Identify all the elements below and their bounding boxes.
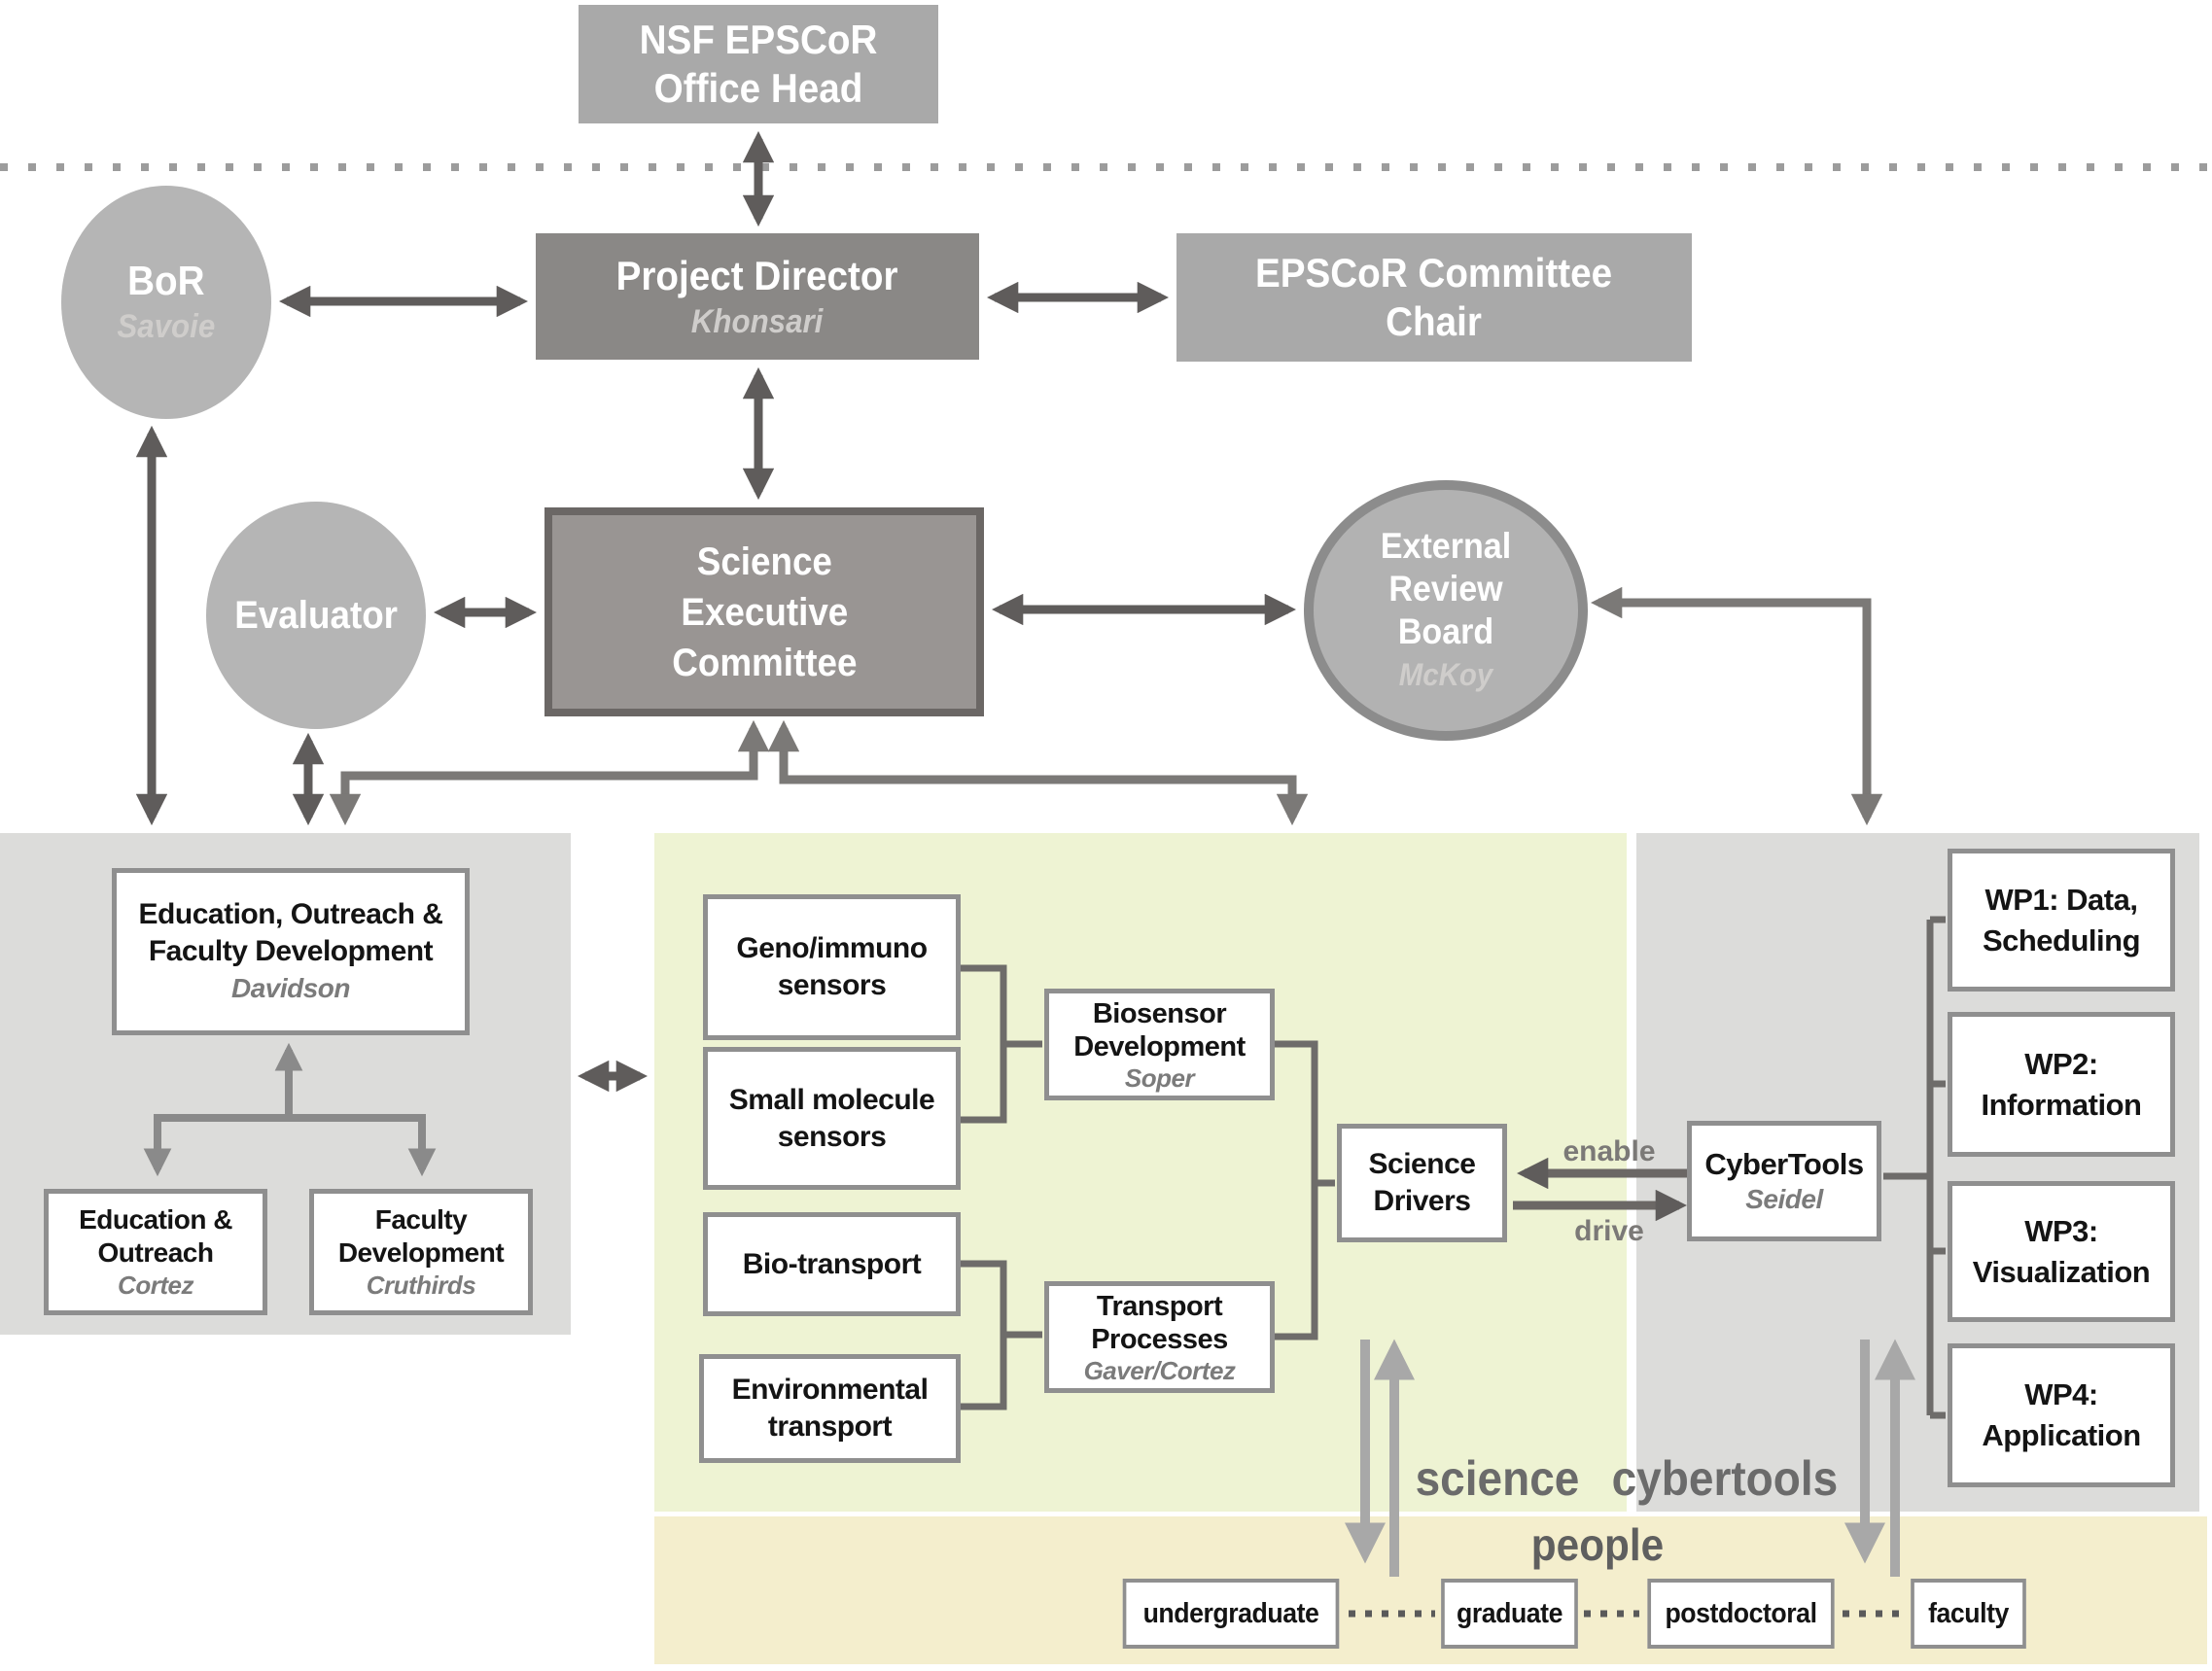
nsf-line2: Office Head [653, 65, 863, 111]
tree-to-children [143, 1114, 437, 1177]
drive-label: drive [1574, 1215, 1644, 1247]
bracket-to-science-drivers [1275, 1040, 1335, 1340]
erb-name: McKoy [1398, 657, 1493, 692]
project-director-box: Project Director Khonsari [536, 233, 979, 360]
education-outreach-box: Education & Outreach Cortez [44, 1189, 267, 1315]
wp2-line1: WP2: [2024, 1046, 2098, 1081]
people-undergraduate-label: undergraduate [1142, 1597, 1319, 1629]
bracket-sensors-to-biosensor [961, 964, 1042, 1124]
education-outreach-line1: Education & [79, 1204, 232, 1235]
environmental-transport-box: Environmental transport [699, 1354, 961, 1463]
faculty-development-box: Faculty Development Cruthirds [309, 1189, 533, 1315]
people-faculty-label: faculty [1928, 1597, 2009, 1629]
science-drivers-line2: Drivers [1373, 1185, 1471, 1217]
wp3-line2: Visualization [1972, 1254, 2151, 1289]
wp2-box: WP2: Information [1948, 1012, 2175, 1157]
small-molecule-line1: Small molecule [728, 1083, 935, 1116]
epscor-committee-chair-box: EPSCoR Committee Chair [1176, 233, 1692, 362]
cybertools-name: Seidel [1745, 1184, 1823, 1214]
science-drivers-line1: Science [1368, 1148, 1476, 1180]
people-box-postdoctoral: postdoctoral [1647, 1579, 1835, 1649]
external-review-board-circle: External Review Board McKoy [1304, 480, 1588, 741]
small-molecule-box: Small molecule sensors [703, 1047, 961, 1190]
biosensor-line2: Development [1073, 1030, 1246, 1062]
wp4-line1: WP4: [2024, 1377, 2098, 1411]
wp2-line2: Information [1981, 1087, 2143, 1122]
people-box-undergraduate: undergraduate [1122, 1579, 1340, 1649]
nsf-line1: NSF EPSCoR [639, 17, 878, 62]
nsf-office-head-box: NSF EPSCoR Office Head [579, 5, 938, 123]
transport-processes-line2: Processes [1091, 1323, 1228, 1355]
science-executive-committee-box: Science Executive Committee [544, 507, 984, 716]
elbow-sec-to-science-panel [767, 719, 1309, 826]
erb-line2: Review [1388, 569, 1503, 609]
bor-name: Savoie [117, 308, 216, 345]
environmental-line1: Environmental [731, 1374, 929, 1406]
bio-transport-line1: Bio-transport [742, 1247, 922, 1280]
geno-immuno-line2: sensors [777, 969, 887, 1001]
wp3-box: WP3: Visualization [1948, 1181, 2175, 1322]
evaluator-title: Evaluator [234, 593, 398, 637]
people-label: people [1530, 1519, 1665, 1570]
science-drivers-box: Science Drivers [1337, 1124, 1507, 1242]
project-director-name: Khonsari [691, 303, 824, 340]
education-outreach-name: Cortez [118, 1271, 193, 1300]
geno-immuno-box: Geno/immuno sensors [703, 894, 961, 1040]
people-postdoctoral-label: postdoctoral [1665, 1597, 1817, 1629]
sec-line2: Executive [681, 590, 848, 634]
wp4-box: WP4: Application [1948, 1343, 2175, 1487]
chair-line1: EPSCoR Committee [1255, 250, 1613, 296]
erb-line3: Board [1397, 611, 1494, 651]
eofd-line1: Education, Outreach & [138, 898, 443, 930]
bio-transport-box: Bio-transport [703, 1212, 961, 1316]
wp1-line2: Scheduling [1982, 923, 2141, 957]
faculty-development-line2: Development [337, 1237, 505, 1268]
transport-processes-name: Gaver/Cortez [1083, 1355, 1236, 1385]
geno-immuno-line1: Geno/immuno [736, 932, 928, 964]
bor-title: BoR [127, 258, 205, 303]
project-director-title: Project Director [616, 253, 898, 298]
wp3-line1: WP3: [2024, 1213, 2098, 1248]
biosensor-name: Soper [1124, 1062, 1195, 1093]
elbow-sec-to-education-panel [329, 719, 770, 826]
education-outreach-line2: Outreach [97, 1237, 214, 1268]
science-label: science [1415, 1451, 1580, 1506]
environmental-line2: transport [767, 1410, 893, 1443]
chair-line2: Chair [1386, 298, 1483, 344]
eofd-name: Davidson [230, 973, 351, 1003]
biosensor-development-box: Biosensor Development Soper [1044, 989, 1275, 1100]
enable-label: enable [1562, 1135, 1656, 1167]
small-molecule-line2: sensors [777, 1120, 887, 1153]
wp4-line2: Application [1982, 1418, 2141, 1452]
cybertools-title: CyberTools [1704, 1147, 1864, 1181]
sec-line1: Science [696, 540, 832, 583]
eofd-box: Education, Outreach & Faculty Developmen… [112, 868, 470, 1035]
cybertools-box: CyberTools Seidel [1687, 1121, 1881, 1241]
bracket-transport-to-processes [961, 1260, 1042, 1410]
people-box-graduate: graduate [1441, 1579, 1578, 1649]
cybertools-label: cybertools [1611, 1451, 1839, 1506]
erb-line1: External [1380, 526, 1512, 566]
eofd-line2: Faculty Development [148, 935, 434, 967]
transport-processes-box: Transport Processes Gaver/Cortez [1044, 1281, 1275, 1393]
evaluator-circle: Evaluator [206, 502, 426, 729]
people-graduate-label: graduate [1456, 1597, 1562, 1629]
transport-processes-line1: Transport [1096, 1290, 1223, 1322]
faculty-development-name: Cruthirds [366, 1271, 476, 1300]
wp1-line1: WP1: Data, [1984, 882, 2138, 917]
biosensor-line1: Biosensor [1092, 997, 1227, 1029]
spine-cybertools-to-wp [1883, 916, 1946, 1419]
sec-line3: Committee [671, 641, 858, 684]
people-box-faculty: faculty [1911, 1579, 2026, 1649]
faculty-development-line1: Faculty [374, 1204, 468, 1235]
bor-circle: BoR Savoie [61, 186, 271, 419]
wp1-box: WP1: Data, Scheduling [1948, 849, 2175, 992]
elbow-erb-to-cybertools-panel [1590, 586, 1883, 826]
